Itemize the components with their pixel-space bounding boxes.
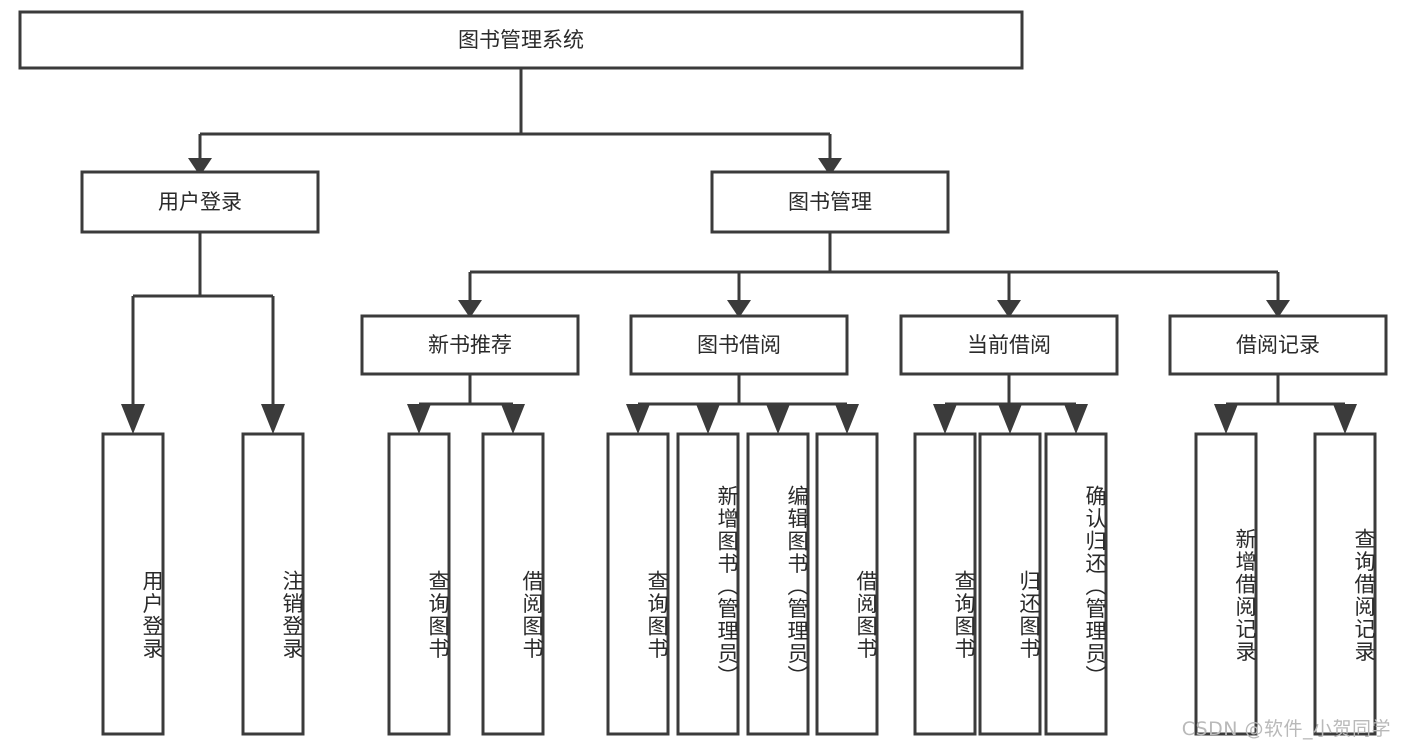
arrowhead-borrow-leaf1: [626, 404, 650, 434]
leaf-book-borrow-4[interactable]: [815, 432, 879, 736]
arrowhead-current: [997, 300, 1021, 318]
leaf-new-book-1[interactable]: [387, 432, 451, 736]
leaf-book-borrow-3[interactable]: [746, 432, 810, 736]
node-new-book-recommend[interactable]: [360, 314, 580, 376]
arrowhead-borrow-leaf2: [696, 404, 720, 434]
leaf-borrow-record-2[interactable]: [1313, 432, 1377, 736]
node-root-label: 图书管理系统: [458, 28, 584, 52]
leaf-borrow-record-1[interactable]: [1194, 432, 1258, 736]
leaf-current-borrow-3[interactable]: [1044, 432, 1108, 736]
arrowhead-borrow-leaf4: [835, 404, 859, 434]
arrowhead-user-login-leaf1: [121, 404, 145, 434]
node-group: 图书管理系统 用户登录 图书管理 新书推荐 图书借阅 当前借阅 借阅记录: [18, 10, 1388, 736]
arrowhead-user-login-leaf2: [261, 404, 285, 434]
leaf-user-login-1[interactable]: [101, 432, 165, 736]
arrowhead-current-leaf2: [998, 404, 1022, 434]
leaf-book-borrow-1[interactable]: [606, 432, 670, 736]
arrowhead-new-book: [458, 300, 482, 318]
arrowhead-new-book-leaf1: [407, 404, 431, 434]
arrowhead-group: [121, 158, 1357, 434]
node-book-borrow-label: 图书借阅: [697, 333, 781, 357]
node-borrow-record[interactable]: [1168, 314, 1388, 376]
node-current-borrow-label: 当前借阅: [967, 333, 1051, 357]
node-user-login[interactable]: [80, 170, 320, 234]
leaf-current-borrow-2[interactable]: [978, 432, 1042, 736]
arrowhead-record-leaf2: [1333, 404, 1357, 434]
arrowhead-borrow-leaf3: [766, 404, 790, 434]
leaf-user-login-2[interactable]: [241, 432, 305, 736]
leaf-new-book-2[interactable]: [481, 432, 545, 736]
node-book-borrow[interactable]: [629, 314, 849, 376]
node-current-borrow[interactable]: [899, 314, 1119, 376]
arrowhead-book-mgmt: [818, 158, 842, 176]
arrowhead-new-book-leaf2: [501, 404, 525, 434]
arrowhead-record: [1266, 300, 1290, 318]
csdn-watermark: CSDN @软件_小贺同学: [1181, 718, 1391, 740]
arrowhead-current-leaf3: [1064, 404, 1088, 434]
arrowhead-borrow: [727, 300, 751, 318]
leaf-current-borrow-1[interactable]: [913, 432, 977, 736]
node-user-login-label: 用户登录: [158, 190, 242, 214]
node-book-management[interactable]: [710, 170, 950, 234]
arrowhead-record-leaf1: [1214, 404, 1238, 434]
node-root[interactable]: [18, 10, 1024, 70]
node-borrow-record-label: 借阅记录: [1236, 333, 1320, 357]
node-book-management-label: 图书管理: [788, 190, 872, 214]
node-new-book-recommend-label: 新书推荐: [428, 333, 512, 357]
arrowhead-current-leaf1: [933, 404, 957, 434]
leaf-book-borrow-2[interactable]: [676, 432, 740, 736]
arrowhead-user-login: [188, 158, 212, 176]
